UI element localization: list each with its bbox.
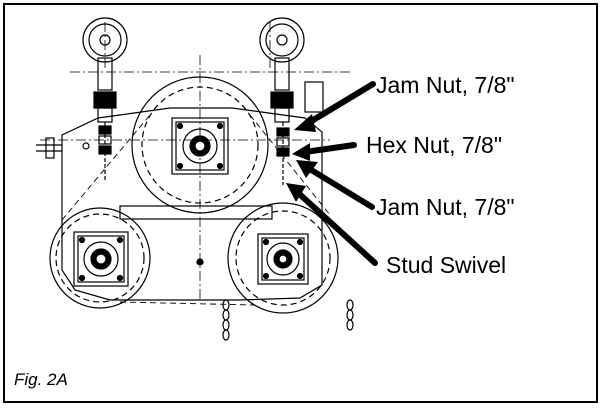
trolley-wheel-left (82, 17, 128, 123)
left-fitting (36, 137, 90, 159)
right-bracket (304, 81, 324, 113)
label-stud-swivel: Stud Swivel (386, 252, 507, 278)
pulley-circles (49, 76, 339, 314)
label-jam-nut-top: Jam Nut, 7/8" (376, 72, 515, 98)
trolley-wheel-right (259, 17, 305, 123)
center-hole (196, 258, 204, 266)
label-hex-nut: Hex Nut, 7/8" (366, 132, 503, 158)
label-jam-nut-bottom: Jam Nut, 7/8" (376, 194, 515, 220)
stud-left (98, 122, 112, 180)
callout-arrows (292, 81, 378, 266)
chain-right (346, 299, 354, 331)
chain-left (222, 299, 230, 341)
arrow-heads (286, 114, 318, 202)
side-plate (61, 107, 323, 301)
figure-frame (3, 3, 598, 403)
bearing-right (257, 233, 309, 285)
bearing-top (171, 117, 229, 175)
figure-caption: Fig. 2A (14, 370, 68, 389)
tangent-lines (61, 114, 331, 306)
bearing-left (73, 231, 129, 287)
plate-slot (119, 205, 273, 220)
stud-right (276, 122, 290, 185)
